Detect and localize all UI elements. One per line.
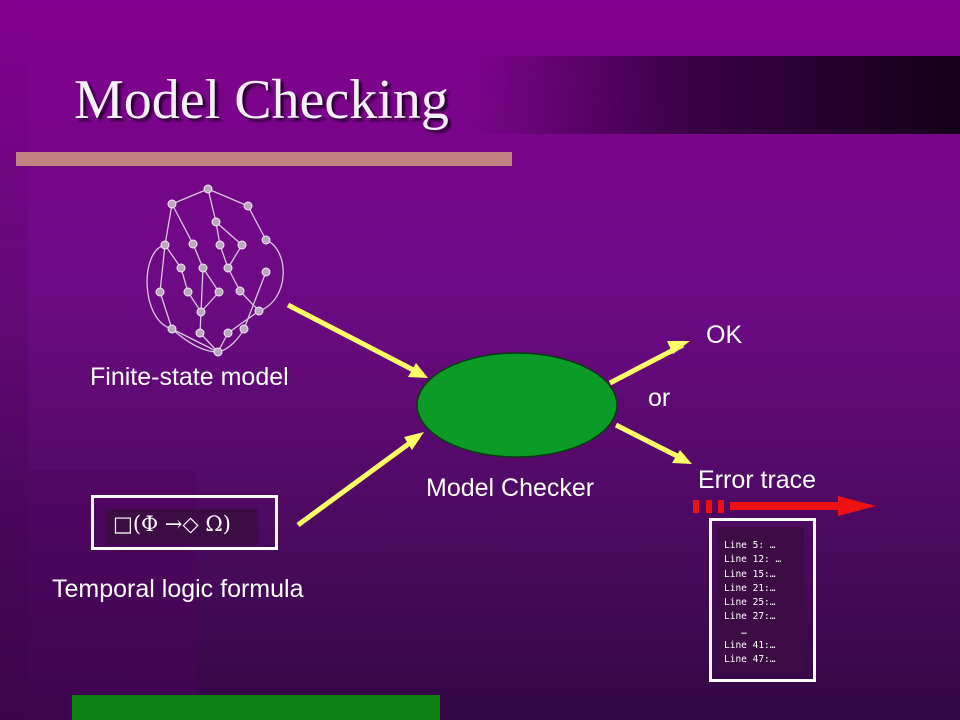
trace-line: Line 21:…	[724, 582, 776, 594]
error-trace-panel: Line 5: … Line 12: … Line 15:… Line 21:……	[718, 527, 804, 673]
fsm-state-node	[203, 184, 213, 194]
error-trace-box: Line 5: … Line 12: … Line 15:… Line 21:……	[709, 518, 816, 682]
fsm-edge	[207, 188, 249, 207]
fsm-state-node	[183, 287, 193, 297]
arrow-checker-to-ok-head	[667, 341, 690, 354]
fsm-state-node	[239, 324, 249, 334]
fsm-state-node	[211, 217, 221, 227]
arrows	[286, 302, 692, 528]
trace-line: Line 41:…	[724, 640, 776, 652]
fsm-edge	[200, 267, 204, 313]
fsm-state-node	[215, 240, 225, 250]
model-checker-ellipse	[416, 352, 618, 458]
slide-title: Model Checking	[74, 69, 449, 131]
fsm-state-node	[176, 263, 186, 273]
trace-arrow-dash-3	[718, 500, 724, 513]
fsm-state-node	[213, 347, 223, 357]
arrow-formula-to-checker-head	[404, 432, 424, 450]
finite-state-model-graph	[146, 184, 284, 357]
fsm-edge	[171, 328, 219, 353]
fsm-edge	[164, 203, 173, 246]
trace-line: Line 25:…	[724, 597, 776, 609]
fsm-state-node	[167, 199, 177, 209]
error-trace-lines: Line 5: … Line 12: … Line 15:… Line 21:……	[724, 539, 781, 668]
fsm-edge	[171, 188, 209, 205]
trace-line: Line 47:…	[724, 654, 776, 666]
fsm-edge	[243, 271, 267, 330]
fsm-edge	[215, 221, 243, 246]
temporal-formula: □(Φ →◇ Ω)	[113, 512, 231, 536]
formula-box: □(Φ →◇ Ω)	[91, 495, 278, 550]
trace-line: …	[724, 625, 747, 637]
fsm-state-node	[235, 286, 245, 296]
trace-line: Line 5: …	[724, 540, 776, 551]
trace-arrow-dash-2	[706, 500, 712, 513]
finite-state-model-label: Finite-state model	[90, 363, 289, 391]
fsm-edge	[227, 310, 260, 334]
fsm-edge	[258, 239, 284, 312]
arrow-formula-to-checker	[296, 434, 420, 528]
left-shade-strip	[0, 0, 28, 720]
or-label: or	[648, 384, 671, 412]
fsm-state-node	[237, 240, 247, 250]
arrow-checker-to-error-head	[672, 450, 692, 464]
trace-arrow-shaft	[730, 502, 840, 510]
fsm-state-node	[223, 263, 233, 273]
formula-panel: □(Φ →◇ Ω)	[105, 509, 258, 545]
fsm-edge	[239, 290, 260, 312]
fsm-state-node	[155, 287, 165, 297]
temporal-logic-formula-label: Temporal logic formula	[52, 575, 304, 603]
trace-arrow-head	[838, 496, 876, 516]
fsm-state-node	[223, 328, 233, 338]
fsm-edge	[146, 244, 173, 330]
fsm-state-node	[261, 267, 271, 277]
fsm-state-node	[261, 235, 271, 245]
fsm-state-node	[243, 201, 253, 211]
fsm-edge	[171, 203, 194, 245]
arrow-checker-to-error	[614, 422, 687, 463]
error-trace-arrow	[693, 496, 876, 516]
fsm-state-node	[195, 328, 205, 338]
fsm-edge	[159, 291, 173, 330]
fsm-edge	[202, 267, 220, 293]
trace-arrow-dash-1	[693, 500, 699, 513]
trace-line: Line 27:…	[724, 611, 776, 623]
fsm-edge	[159, 244, 166, 293]
title-underline	[16, 152, 512, 166]
fsm-state-node	[196, 307, 206, 317]
trace-line: Line 12: …	[724, 554, 782, 566]
fsm-state-node	[188, 239, 198, 249]
trace-line: Line 15:…	[724, 568, 776, 580]
model-checker-label: Model Checker	[426, 474, 595, 502]
arrow-checker-to-ok	[608, 342, 685, 386]
fsm-edge	[164, 244, 182, 269]
arrow-model-to-checker	[286, 302, 425, 378]
title-band	[470, 56, 960, 134]
fsm-state-node	[254, 306, 264, 316]
fsm-state-node	[214, 287, 224, 297]
fsm-state-node	[198, 263, 208, 273]
fsm-edge	[247, 205, 267, 241]
arrow-model-to-checker-head	[408, 363, 428, 378]
error-trace-label: Error trace	[698, 466, 817, 494]
fsm-state-node	[160, 240, 170, 250]
fsm-state-node	[167, 324, 177, 334]
bottom-accent-bar	[72, 695, 440, 720]
fsm-edge	[207, 188, 217, 223]
ok-label: OK	[706, 321, 743, 349]
